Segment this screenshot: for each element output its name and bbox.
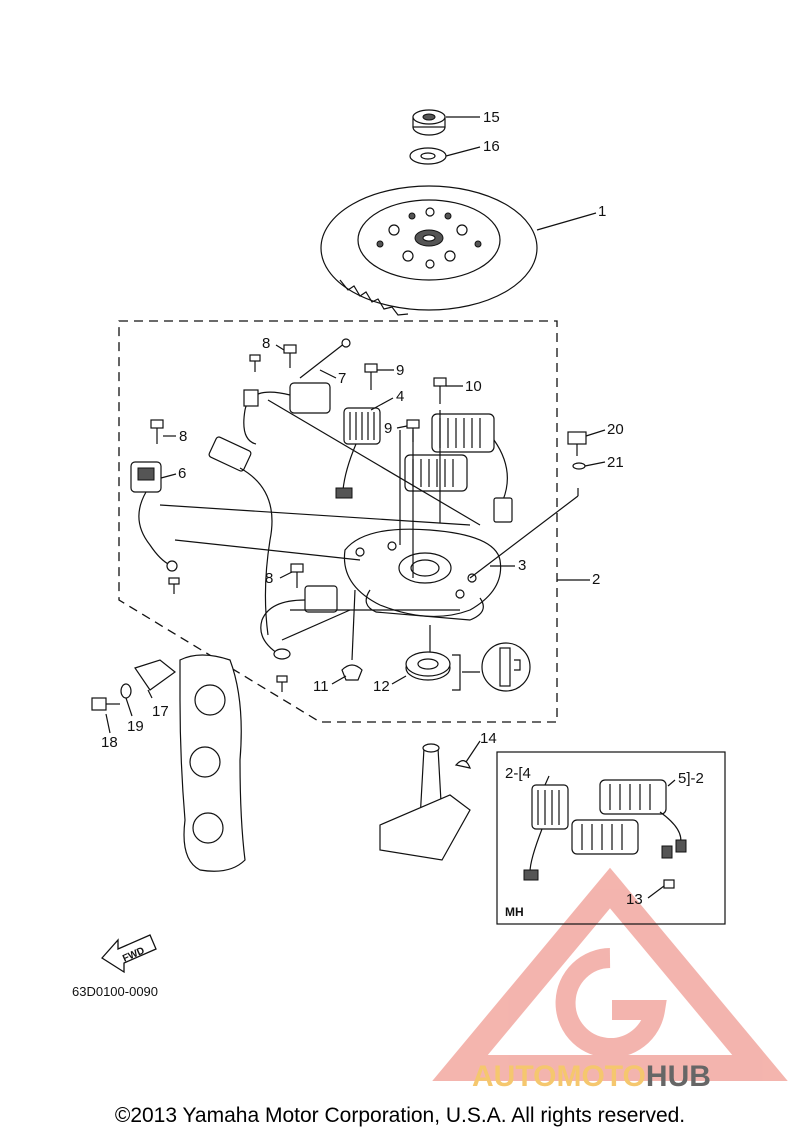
inset-mh-box (496, 751, 726, 925)
callout-8-upper: 8 (262, 335, 270, 352)
callout-10: 10 (465, 378, 482, 395)
callout-12: 12 (373, 678, 390, 695)
inset-ref-left: 2-[4 (505, 765, 531, 782)
callout-6: 6 (178, 465, 186, 482)
watermark-text-a: AUTOMOTO (472, 1060, 646, 1093)
drawing-number: 63D0100-0090 (72, 984, 158, 999)
inset-label: MH (505, 905, 524, 919)
callout-2: 2 (592, 571, 600, 588)
pulser-coil-upper (243, 338, 351, 445)
callout-19: 19 (127, 718, 144, 735)
flywheel-nut (412, 109, 446, 136)
svg-text:AUTOMOTOHUB: AUTOMOTOHUB (472, 1060, 711, 1093)
wire-coupler (208, 436, 273, 636)
pulser-coil-left (130, 461, 178, 572)
flywheel-washer (409, 147, 447, 165)
forward-arrow-icon: FWD (101, 934, 157, 974)
callout-7: 7 (338, 370, 346, 387)
lighting-coil (404, 413, 513, 523)
pulser-coil-lower (260, 585, 338, 660)
callout-21: 21 (607, 454, 624, 471)
callout-20: 20 (607, 421, 624, 438)
callout-4: 4 (396, 388, 404, 405)
oil-seal (405, 642, 531, 692)
wire-clamp (341, 664, 363, 681)
callout-9-lower: 9 (384, 420, 392, 437)
flywheel (320, 185, 538, 316)
callout-16: 16 (483, 138, 500, 155)
callout-13: 13 (626, 891, 643, 908)
watermark-logo (432, 867, 788, 1081)
watermark-text-b: HUB (646, 1060, 711, 1093)
callout-11: 11 (313, 678, 329, 695)
callout-8-lower: 8 (265, 570, 273, 587)
callout-leaders (105, 116, 676, 899)
callout-15: 15 (483, 109, 500, 126)
callout-14: 14 (480, 730, 497, 747)
callout-1: 1 (598, 203, 606, 220)
cylinder-bracket (91, 654, 246, 872)
callout-18: 18 (101, 734, 118, 751)
callout-3: 3 (518, 557, 526, 574)
inset-ref-right: 5]-2 (678, 770, 704, 787)
callout-9-upper: 9 (396, 362, 404, 379)
copyright-notice: ©2013 Yamaha Motor Corporation, U.S.A. A… (114, 1104, 686, 1127)
callout-8-left: 8 (179, 428, 187, 445)
stator-assembly-boundary (118, 320, 558, 723)
stator-base-plate (343, 528, 502, 621)
watermark-text: AUTOMOTOHUB (472, 1060, 711, 1093)
charge-coil (335, 407, 381, 499)
crankshaft-end (379, 743, 471, 861)
screws (150, 344, 587, 692)
callout-17: 17 (152, 703, 169, 720)
